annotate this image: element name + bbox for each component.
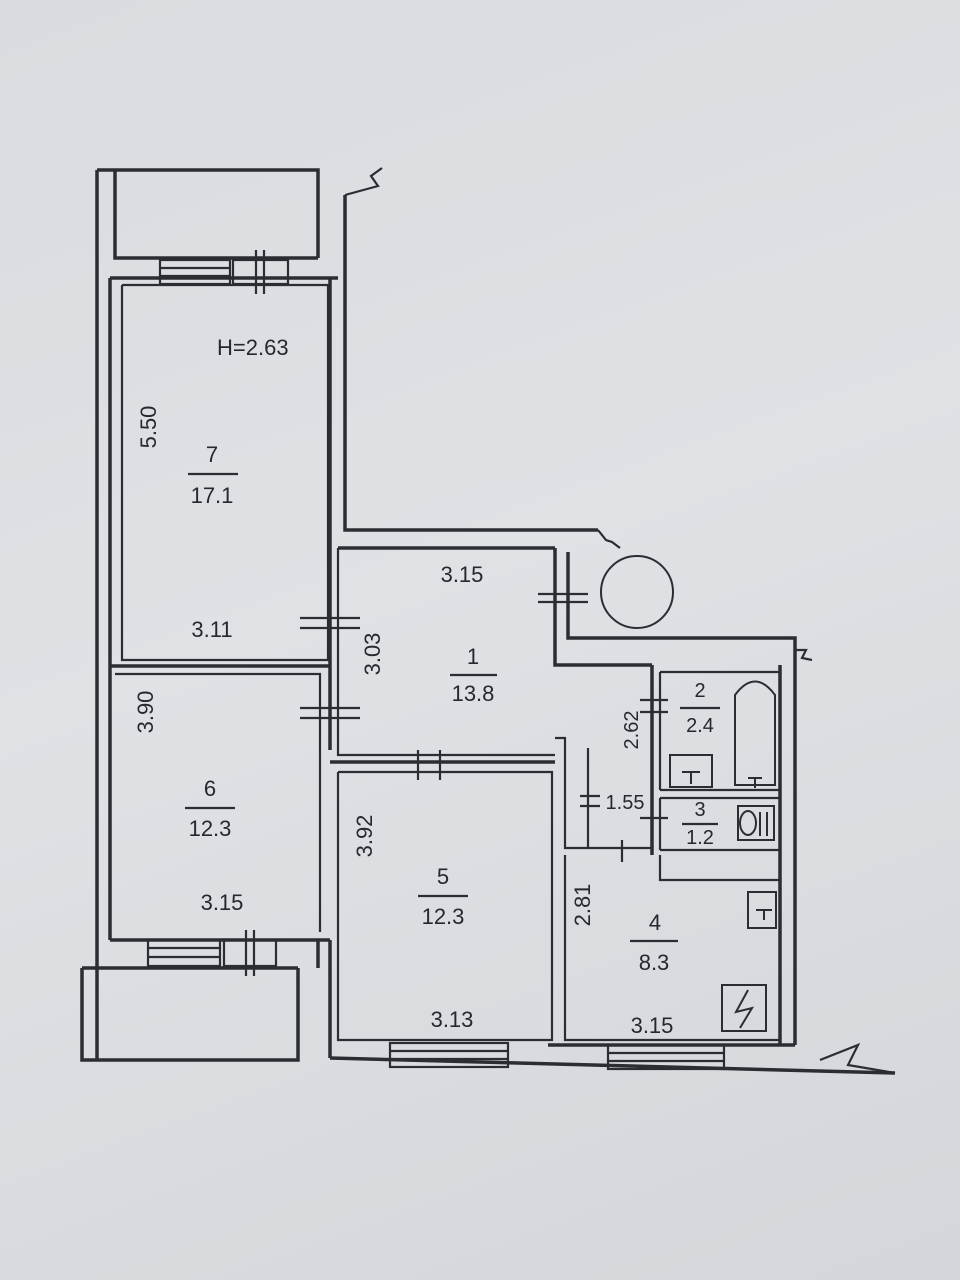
room-3-number: 3 [694,799,705,821]
circle-icon [600,555,674,629]
ceiling-height-label: H=2.63 [217,335,289,360]
room-5-dim-height: 3.92 [352,815,377,858]
room-7-area: 17.1 [191,483,234,508]
room-1-dim-height: 3.03 [360,633,385,676]
room-2-dim-height: 2.62 [621,711,643,750]
room-2-number: 2 [694,680,705,702]
sink-icon [747,891,777,929]
room-5-dim-width: 3.13 [431,1007,474,1032]
room-4-area: 8.3 [639,950,670,975]
room-6-number: 6 [204,776,216,801]
room-1-dim-width: 3.15 [441,562,484,587]
room-4-dim-height: 2.81 [570,884,595,927]
room-6-dim-height: 3.90 [133,691,158,734]
windows [146,250,726,1071]
room-7-dim-height: 5.50 [136,406,161,449]
t-fixture-icon [669,754,713,788]
room-6-area: 12.3 [189,816,232,841]
doors [300,592,668,862]
room-4-dim-width: 3.15 [631,1013,674,1038]
room-5-area: 12.3 [422,904,465,929]
room-4-number: 4 [649,910,661,935]
room-3-area: 1.2 [686,827,714,849]
room-2-area: 2.4 [686,715,714,737]
lightning-box-icon [721,984,767,1032]
bathtub-icon [734,680,776,788]
room-7-number: 7 [206,442,218,467]
room-6-dim-width: 3.15 [201,890,244,915]
toilet-icon [737,805,775,841]
room-1-area: 13.8 [452,681,495,706]
room-1-number: 1 [467,644,479,669]
room-5-number: 5 [437,864,449,889]
room-7-dim-width: 3.11 [191,617,232,642]
interior-walls [110,283,782,1042]
room-3-dim-width: 1.55 [606,792,645,814]
